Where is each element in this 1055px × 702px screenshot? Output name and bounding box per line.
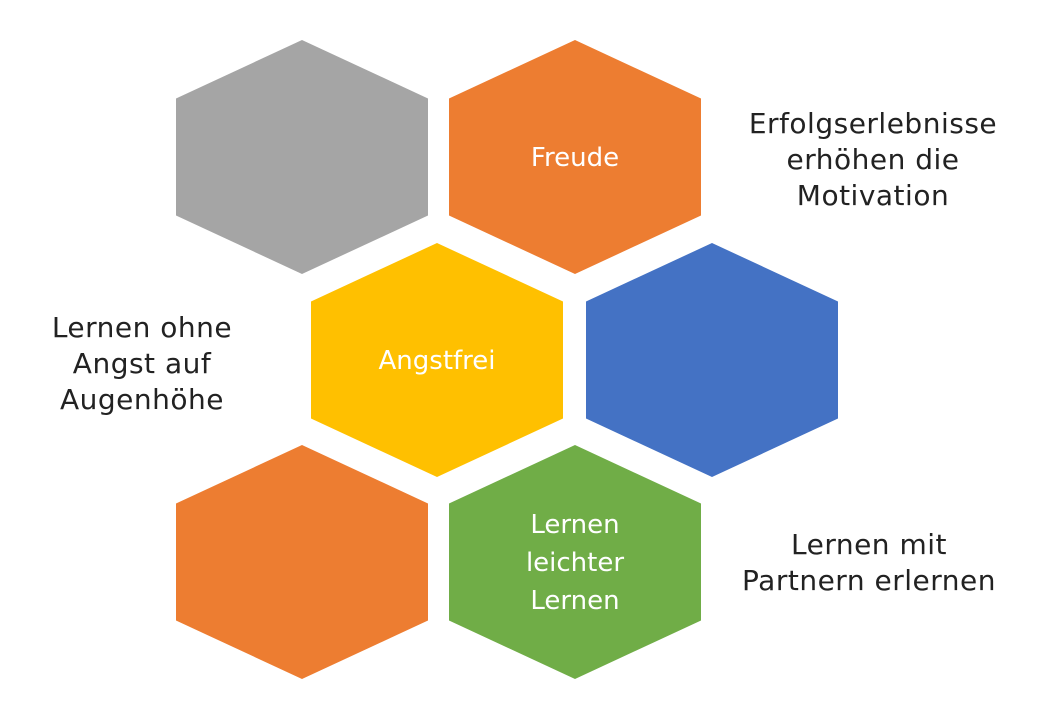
erfolg-text: Erfolgserlebnisse erhöhen die Motivation <box>748 107 998 212</box>
hexagon-freude <box>449 40 701 274</box>
hexagon-gray-top <box>176 40 428 274</box>
partner-text: Lernen mit Partnern erlernen <box>742 528 996 597</box>
hexagon-lernen-leichter-label: Lernen <box>530 586 619 616</box>
hexagon-blue-middle <box>586 243 838 477</box>
hexagon-angstfrei <box>311 243 563 477</box>
hexagon-freude-label: Freude <box>531 143 619 173</box>
hexagon-lernen-leichter-label: leichter <box>526 548 624 578</box>
hexagon-lernen-leichter-label: Lernen <box>530 510 619 540</box>
hexagon-orange-bottom <box>176 445 428 679</box>
hexagon-angstfrei-label: Angstfrei <box>379 346 496 376</box>
angst-text: Lernen ohne Angst auf Augenhöhe <box>51 311 233 416</box>
hexagon-lernen-leichter <box>449 445 701 679</box>
